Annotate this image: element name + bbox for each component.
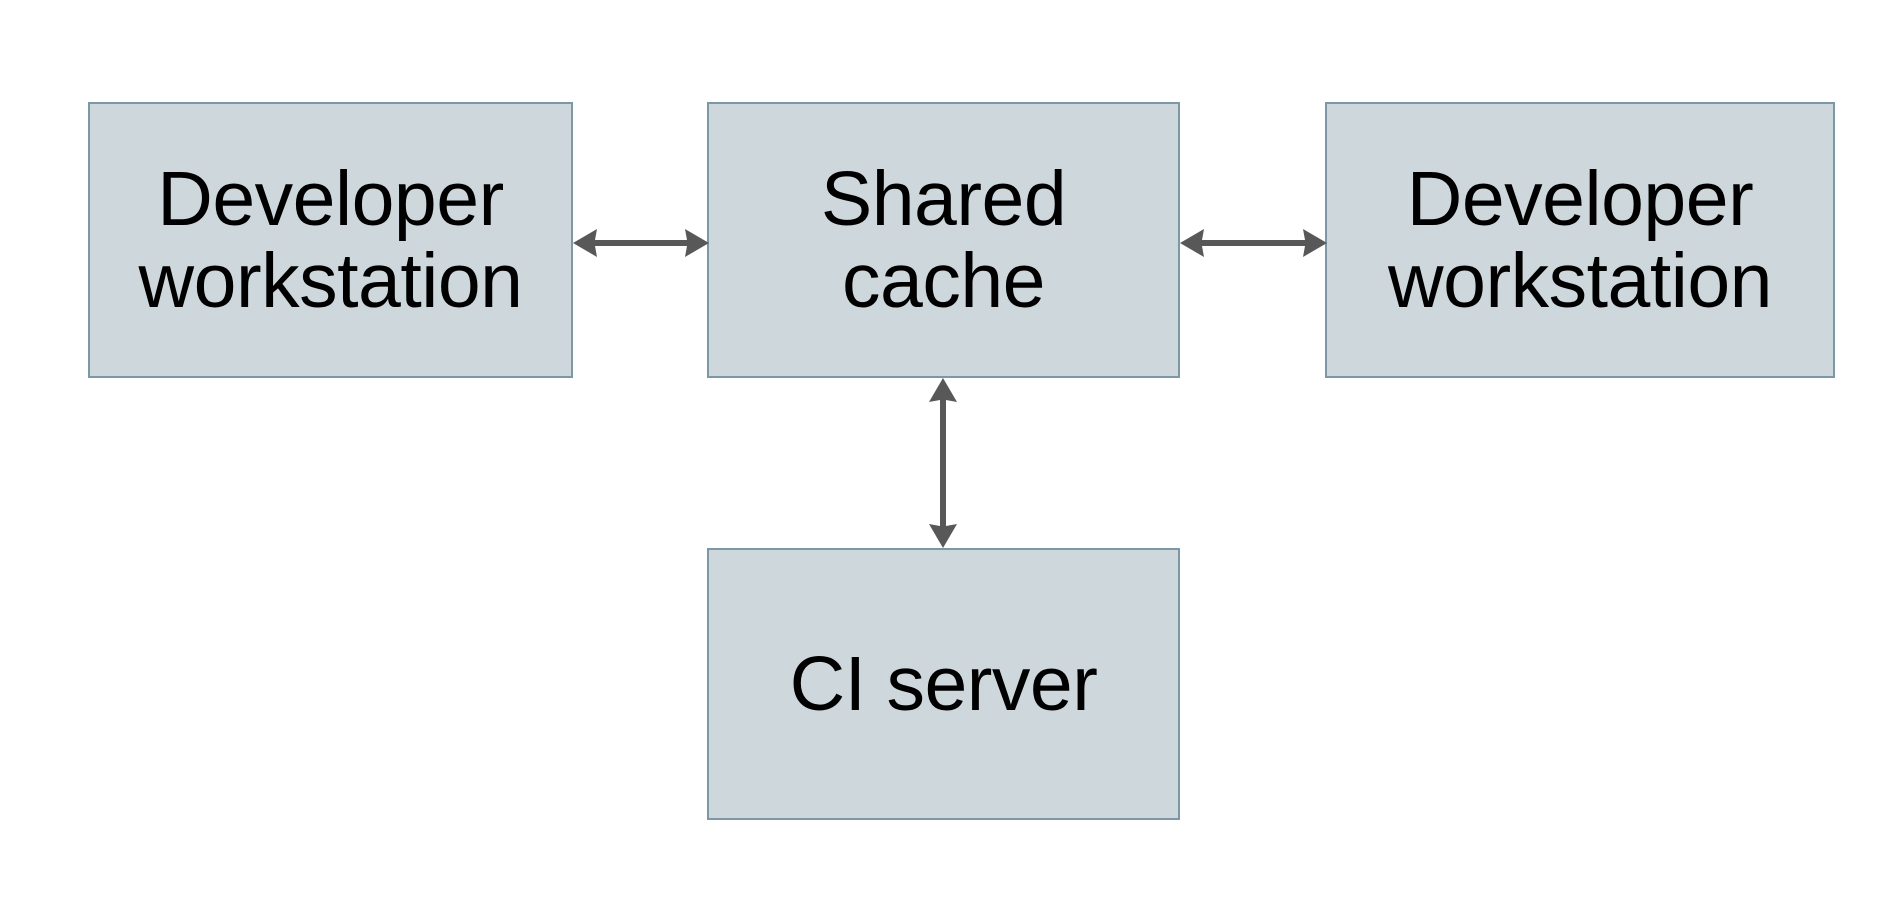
node-shared-cache[interactable]: Shared cache [707,102,1180,378]
node-ci-server[interactable]: CI server [707,548,1180,820]
node-developer-workstation-right[interactable]: Developer workstation [1325,102,1835,378]
bidirectional-arrow-icon [1180,229,1327,257]
node-label: Developer workstation [1388,155,1772,324]
edge-developer-workstation-left-to-shared-cache [571,222,711,264]
bidirectional-arrow-icon [573,229,709,257]
node-label: Shared cache [820,155,1067,324]
edge-shared-cache-to-developer-workstation-right [1178,222,1329,264]
bidirectional-arrow-icon [929,378,957,548]
node-developer-workstation-left[interactable]: Developer workstation [88,102,573,378]
edge-shared-cache-to-ci-server [922,376,964,550]
node-label: CI server [789,640,1098,727]
node-label: Developer workstation [138,155,523,324]
